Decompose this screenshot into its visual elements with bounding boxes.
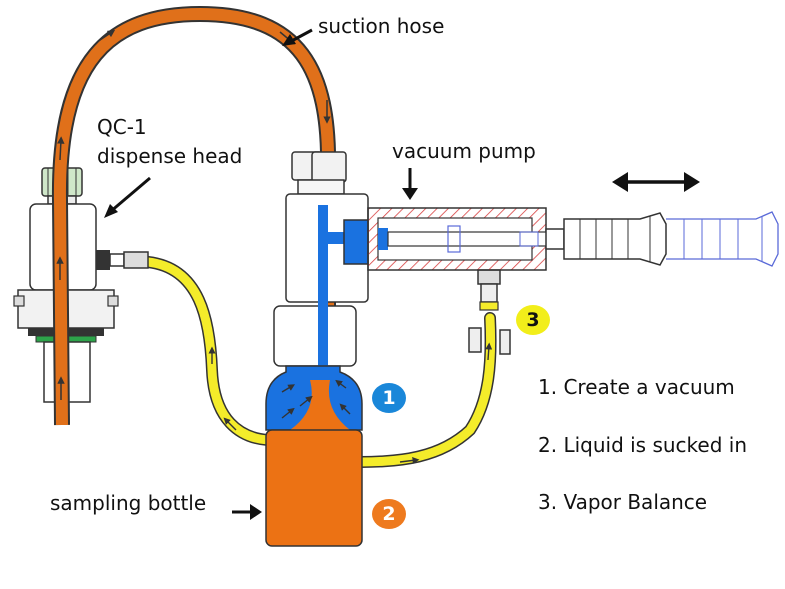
pump-handle-outline xyxy=(666,211,779,267)
badge-step-2: 2 xyxy=(372,499,406,529)
double-arrow-icon xyxy=(612,172,700,192)
vapor-port-fitting xyxy=(468,269,511,355)
dispense-head xyxy=(13,167,149,403)
vacuum-pump xyxy=(367,207,549,271)
label-vacuum-pump: vacuum pump xyxy=(392,139,536,163)
pointer-arrow-icon xyxy=(104,28,418,520)
step-2-text: 2. Liquid is sucked in xyxy=(538,433,748,457)
pump-handle xyxy=(545,212,667,266)
step-3-text: 3. Vapor Balance xyxy=(538,490,708,514)
label-dispense-head-line1: QC-1 xyxy=(97,115,147,139)
sampling-bottle-shape xyxy=(265,365,363,547)
step-1-text: 1. Create a vacuum xyxy=(538,375,735,399)
label-dispense-head-line2: dispense head xyxy=(97,144,243,168)
label-suction-hose: suction hose xyxy=(318,14,445,38)
badge-step-1: 1 xyxy=(372,383,406,413)
badge-step-3: 3 xyxy=(516,305,550,335)
label-sampling-bottle: sampling bottle xyxy=(50,491,207,515)
valve-body xyxy=(273,151,369,375)
